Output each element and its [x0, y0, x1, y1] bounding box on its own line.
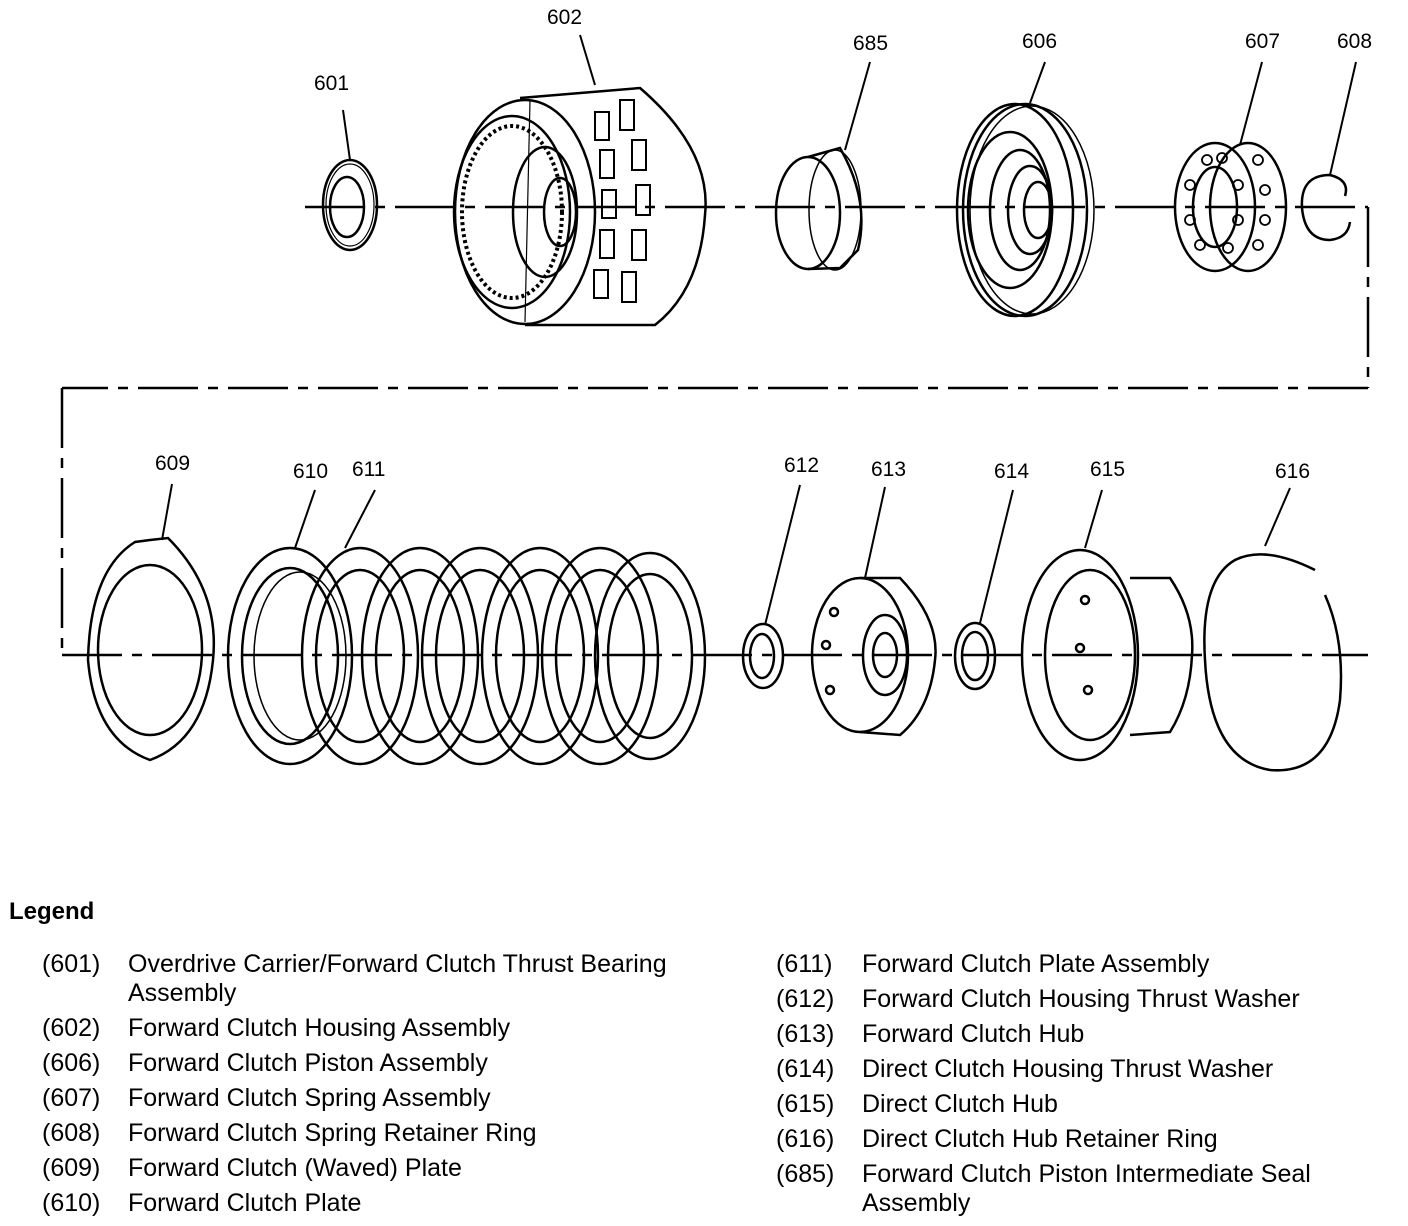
legend-number: (615): [776, 1090, 835, 1118]
part-612-thrust-washer: [741, 622, 785, 690]
legend-number: (609): [42, 1154, 101, 1182]
legend-item: (612) Forward Clutch Housing Thrust Wash…: [776, 985, 1396, 1014]
legend-number: (607): [42, 1084, 101, 1112]
legend-item: (611) Forward Clutch Plate Assembly: [776, 950, 1396, 979]
legend-number: (613): [776, 1020, 835, 1048]
part-611-plate-assembly: [300, 546, 707, 766]
legend-description: Forward Clutch Piston Assembly: [128, 1049, 488, 1077]
callout-610: 610: [293, 460, 328, 483]
callout-611: 611: [352, 458, 385, 481]
legend-number: (685): [776, 1160, 835, 1188]
part-602-clutch-housing: [452, 86, 707, 327]
callout-615: 615: [1090, 458, 1125, 481]
part-610-plate: [226, 546, 354, 766]
legend-item: (614) Direct Clutch Housing Thrust Washe…: [776, 1055, 1396, 1084]
legend-item: (610) Forward Clutch Plate: [42, 1189, 682, 1218]
callout-685: 685: [853, 32, 888, 55]
legend-description: Forward Clutch (Waved) Plate: [128, 1154, 462, 1182]
legend-item: (613) Forward Clutch Hub: [776, 1020, 1396, 1049]
legend-left-column: (601) Overdrive Carrier/Forward Clutch T…: [42, 950, 682, 1224]
legend-number: (602): [42, 1014, 101, 1042]
legend-description: Forward Clutch Plate: [128, 1189, 362, 1217]
legend-description: Forward Clutch Piston Intermediate Seal …: [862, 1160, 1311, 1217]
part-609-waved-plate: [86, 536, 216, 762]
legend-description: Direct Clutch Hub: [862, 1090, 1058, 1118]
callout-607: 607: [1245, 30, 1280, 53]
legend-number: (616): [776, 1125, 835, 1153]
part-613-clutch-hub: [810, 576, 937, 737]
legend-item: (685) Forward Clutch Piston Intermediate…: [776, 1160, 1396, 1218]
legend-description: Direct Clutch Hub Retainer Ring: [862, 1125, 1218, 1153]
legend-item: (608) Forward Clutch Spring Retainer Rin…: [42, 1119, 682, 1148]
legend-title: Legend: [9, 898, 95, 925]
part-608-retainer-ring: [1300, 173, 1352, 242]
part-616-retainer-ring: [1203, 553, 1343, 772]
axis-line-top: [60, 205, 1370, 655]
part-601-thrust-bearing: [321, 158, 379, 252]
callout-613: 613: [871, 458, 906, 481]
legend-item: (615) Direct Clutch Hub: [776, 1090, 1396, 1119]
legend-item: (601) Overdrive Carrier/Forward Clutch T…: [42, 950, 682, 1008]
legend-description: Forward Clutch Hub: [862, 1020, 1085, 1048]
legend-item: (602) Forward Clutch Housing Assembly: [42, 1014, 682, 1043]
legend-number: (601): [42, 950, 101, 978]
callout-616: 616: [1275, 460, 1310, 483]
legend-item: (616) Direct Clutch Hub Retainer Ring: [776, 1125, 1396, 1154]
callout-608: 608: [1337, 30, 1372, 53]
callout-602: 602: [547, 6, 582, 29]
part-606-piston: [955, 102, 1095, 318]
legend-number: (612): [776, 985, 835, 1013]
legend-item: (607) Forward Clutch Spring Assembly: [42, 1084, 682, 1113]
legend-description: Forward Clutch Housing Assembly: [128, 1014, 511, 1042]
legend-number: (614): [776, 1055, 835, 1083]
callout-612: 612: [784, 454, 819, 477]
callout-609: 609: [155, 452, 190, 475]
legend-item: (609) Forward Clutch (Waved) Plate: [42, 1154, 682, 1183]
exploded-parts-diagram: 601 602 685 606 607 608 609 610 611 612 …: [60, 6, 1372, 772]
legend-description: Overdrive Carrier/Forward Clutch Thrust …: [128, 950, 667, 1007]
part-685-seal: [774, 146, 863, 271]
legend-description: Forward Clutch Spring Retainer Ring: [128, 1119, 537, 1147]
legend-description: Forward Clutch Plate Assembly: [862, 950, 1210, 978]
legend-number: (606): [42, 1049, 101, 1077]
callout-614: 614: [994, 460, 1029, 483]
callout-606: 606: [1022, 30, 1057, 53]
legend-item: (606) Forward Clutch Piston Assembly: [42, 1049, 682, 1078]
legend-number: (610): [42, 1189, 101, 1217]
legend-description: Forward Clutch Spring Assembly: [128, 1084, 491, 1112]
legend-description: Direct Clutch Housing Thrust Washer: [862, 1055, 1274, 1083]
callout-601: 601: [314, 72, 349, 95]
legend-number: (608): [42, 1119, 101, 1147]
legend-right-column: (611) Forward Clutch Plate Assembly (612…: [776, 950, 1396, 1224]
part-607-spring-assembly: [1173, 141, 1288, 273]
legend-number: (611): [776, 950, 833, 978]
legend-description: Forward Clutch Housing Thrust Washer: [862, 985, 1300, 1013]
part-615-direct-clutch-hub: [1020, 548, 1194, 762]
part-614-thrust-washer: [953, 621, 997, 691]
